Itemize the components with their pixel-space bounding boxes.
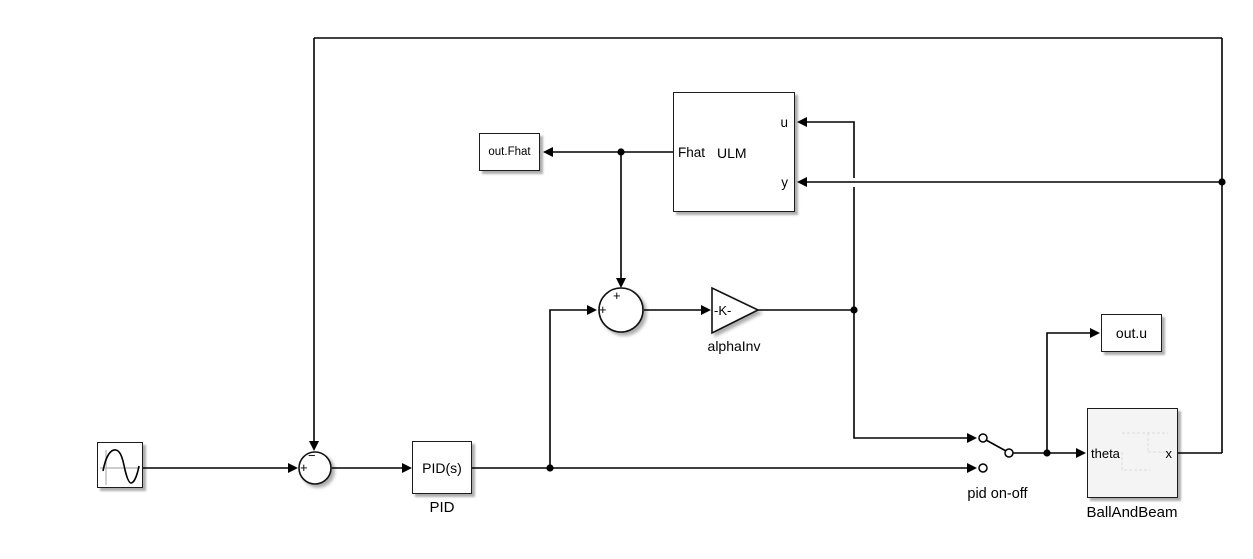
- arrowhead: [587, 305, 597, 315]
- arrowhead: [701, 305, 711, 315]
- ball-and-beam-preview-sketch: [1121, 432, 1168, 471]
- arrowhead: [616, 278, 626, 288]
- pid-block-text: PID(s): [422, 459, 462, 476]
- switch-lever: [985, 439, 1007, 452]
- arrowhead: [797, 177, 807, 187]
- gain-block[interactable]: [711, 286, 760, 335]
- wires: [143, 37, 1223, 469]
- sine-wave-icon: [100, 449, 140, 485]
- wire-pid-branch-to-sum2: [549, 309, 587, 468]
- switch-common-contact: [1004, 448, 1014, 458]
- arrowhead: [288, 463, 298, 473]
- arrowheads: [288, 117, 1100, 473]
- switch-bottom-contact: [978, 463, 988, 473]
- wire-branch-to-out-u: [1046, 332, 1090, 453]
- out-u-block[interactable]: out.u: [1101, 314, 1162, 352]
- junction-dots: [546, 148, 1226, 472]
- pid-block[interactable]: PID(s): [412, 441, 472, 494]
- arrowhead: [1076, 448, 1086, 458]
- sum-error-block[interactable]: [298, 451, 332, 485]
- arrowhead: [309, 441, 319, 451]
- wire-junction-to-switch-top: [853, 310, 967, 439]
- arrowhead: [543, 147, 553, 157]
- sum-blend-block[interactable]: [598, 287, 644, 333]
- wire-junction-to-ulm-u: [807, 121, 855, 310]
- manual-switch-block[interactable]: [978, 433, 1014, 473]
- arrowhead: [1090, 328, 1100, 338]
- ulm-block[interactable]: [673, 92, 795, 212]
- out-fhat-text: out.Fhat: [488, 146, 531, 158]
- ball-and-beam-block[interactable]: [1087, 408, 1178, 498]
- switch-top-contact: [978, 433, 988, 443]
- arrowhead: [402, 463, 412, 473]
- arrowhead: [967, 433, 977, 443]
- out-fhat-block[interactable]: out.Fhat: [479, 133, 540, 171]
- out-u-text: out.u: [1115, 325, 1148, 341]
- arrowhead: [967, 463, 977, 473]
- arrowhead: [797, 117, 807, 127]
